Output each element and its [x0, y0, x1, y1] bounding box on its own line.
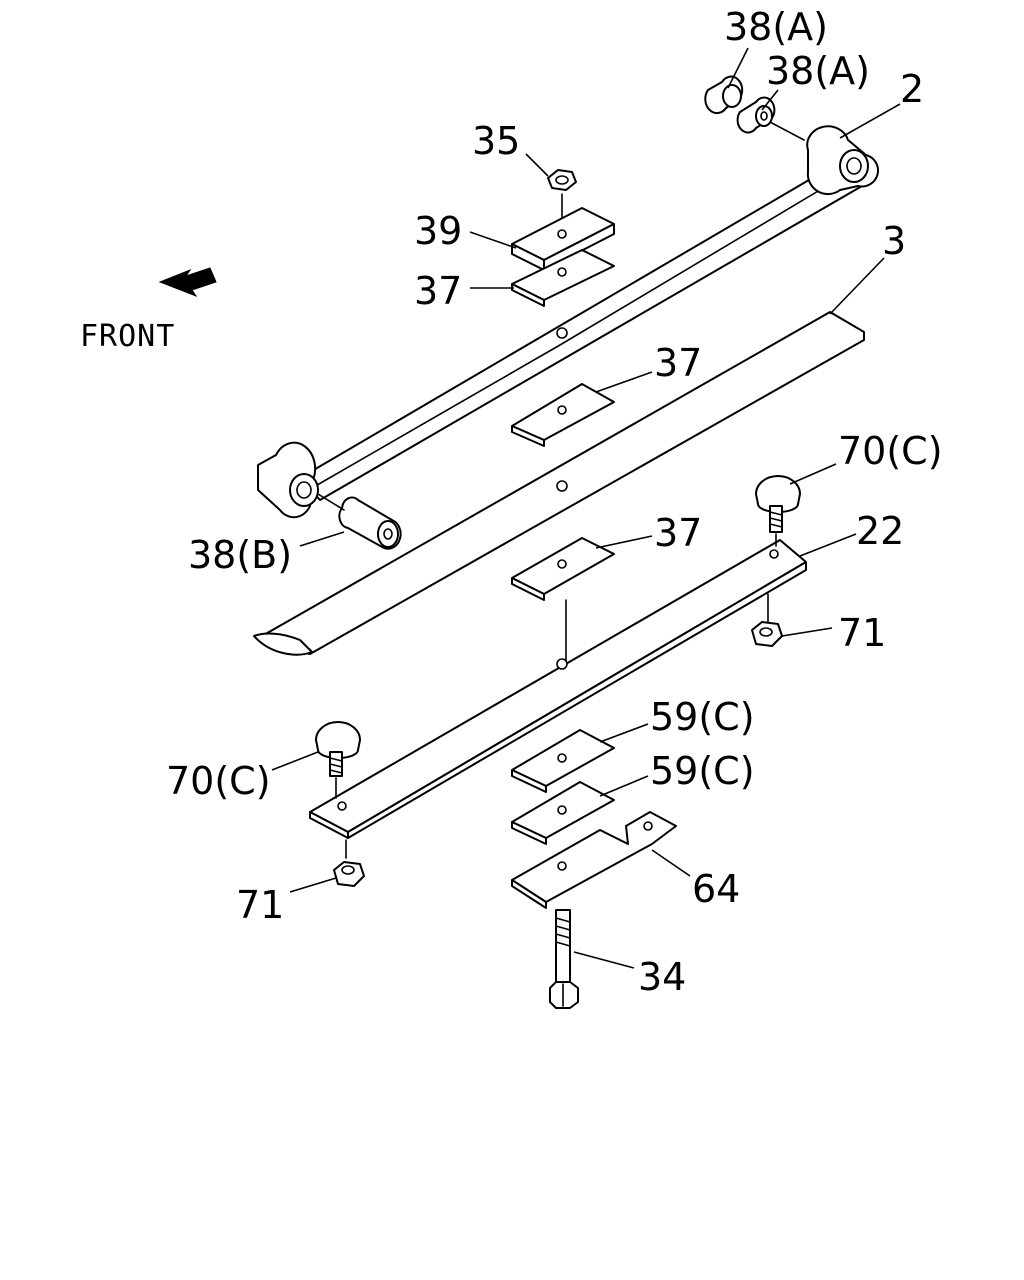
callout-37-top: 37	[414, 269, 462, 313]
callout-38a-1: 38(A)	[724, 5, 828, 49]
nut-71-left	[333, 861, 365, 887]
callout-38a-2: 38(A)	[766, 49, 870, 93]
callout-3: 3	[882, 219, 906, 263]
callout-70c-right: 70(C)	[838, 429, 943, 473]
bracket-64	[511, 811, 677, 909]
callout-71-right: 71	[838, 611, 886, 655]
bushing-38b	[317, 493, 402, 550]
callout-64: 64	[692, 867, 740, 911]
leader-lines	[271, 47, 901, 969]
bolt-70c-left	[315, 721, 361, 799]
helper-leaf-22	[309, 539, 807, 839]
callout-38b: 38(B)	[188, 533, 292, 577]
main-leaf-spring	[257, 125, 879, 519]
pad-37-low	[511, 537, 615, 601]
callout-39: 39	[414, 209, 462, 253]
nut-71-right	[751, 621, 783, 647]
plate-39	[511, 207, 615, 271]
callout-59c-2: 59(C)	[650, 749, 755, 793]
callout-37-mid: 37	[654, 341, 702, 385]
bolt-70c-right	[755, 475, 801, 547]
callout-34: 34	[638, 955, 686, 999]
front-arrow-icon	[158, 267, 217, 298]
callout-59c-1: 59(C)	[650, 695, 755, 739]
callout-71-left: 71	[236, 883, 284, 927]
shim-59c-1	[511, 729, 615, 793]
shim-59c-2	[511, 781, 615, 845]
callout-37-low: 37	[654, 511, 702, 555]
pad-37-mid	[511, 383, 615, 447]
nut-35	[547, 169, 577, 191]
front-label: FRONT	[80, 319, 175, 354]
callout-35: 35	[472, 119, 520, 163]
bushing-38a-2	[736, 96, 776, 134]
bolt-34	[549, 909, 579, 1009]
callout-2: 2	[900, 67, 924, 111]
callout-22: 22	[856, 509, 904, 553]
pad-37-top	[511, 249, 615, 307]
callout-70c-left: 70(C)	[166, 759, 271, 803]
bushing-38a-1	[704, 75, 744, 115]
second-leaf-spring	[253, 311, 865, 656]
